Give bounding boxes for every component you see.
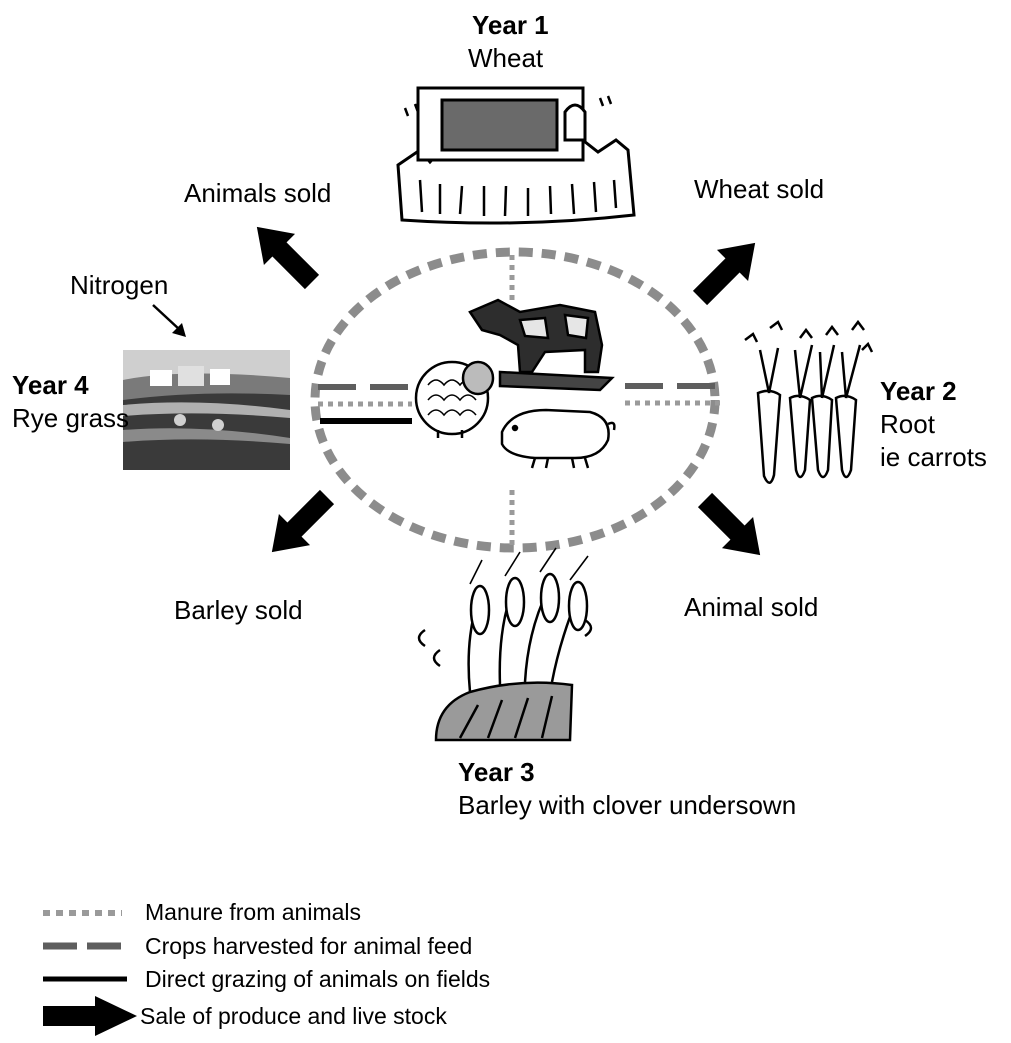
legend-manure-label: Manure from animals	[145, 899, 362, 925]
year2-title: Year 2	[880, 376, 957, 406]
carrots-icon	[744, 319, 874, 484]
year1-crop: Wheat	[468, 43, 544, 73]
year3-title: Year 3	[458, 757, 535, 787]
year2-crop-line2: ie carrots	[880, 442, 987, 472]
legend-grazing-label: Direct grazing of animals on fields	[145, 966, 491, 992]
year3-crop: Barley with clover undersown	[458, 790, 797, 820]
wheat-sold-label: Wheat sold	[694, 174, 825, 204]
year4-title: Year 4	[12, 370, 89, 400]
year2-crop-line1: Root	[880, 409, 935, 439]
rye-field-icon	[123, 350, 290, 470]
arrow-animals-sold	[256, 226, 320, 290]
legend-sale-label: Sale of produce and live stock	[140, 1003, 447, 1029]
nitrogen-label: Nitrogen	[70, 270, 169, 300]
animal-sold-label: Animal sold	[684, 592, 819, 622]
arrow-wheat-sold	[692, 242, 756, 306]
legend-crops-label: Crops harvested for animal feed	[145, 933, 473, 959]
year4-crop: Rye grass	[12, 403, 130, 433]
legend-sale-arrow-icon	[43, 996, 137, 1036]
rotation-loop	[310, 247, 720, 553]
barley-sold-label: Barley sold	[174, 595, 303, 625]
year1-title: Year 1	[472, 10, 549, 40]
nitrogen-arrow-icon	[152, 304, 186, 337]
animals-sold-label: Animals sold	[184, 178, 332, 208]
arrow-barley-sold	[271, 489, 335, 553]
barn-icon	[396, 86, 636, 225]
livestock-icon	[414, 298, 616, 469]
barley-icon	[417, 547, 593, 742]
arrow-animal-sold	[697, 492, 761, 556]
